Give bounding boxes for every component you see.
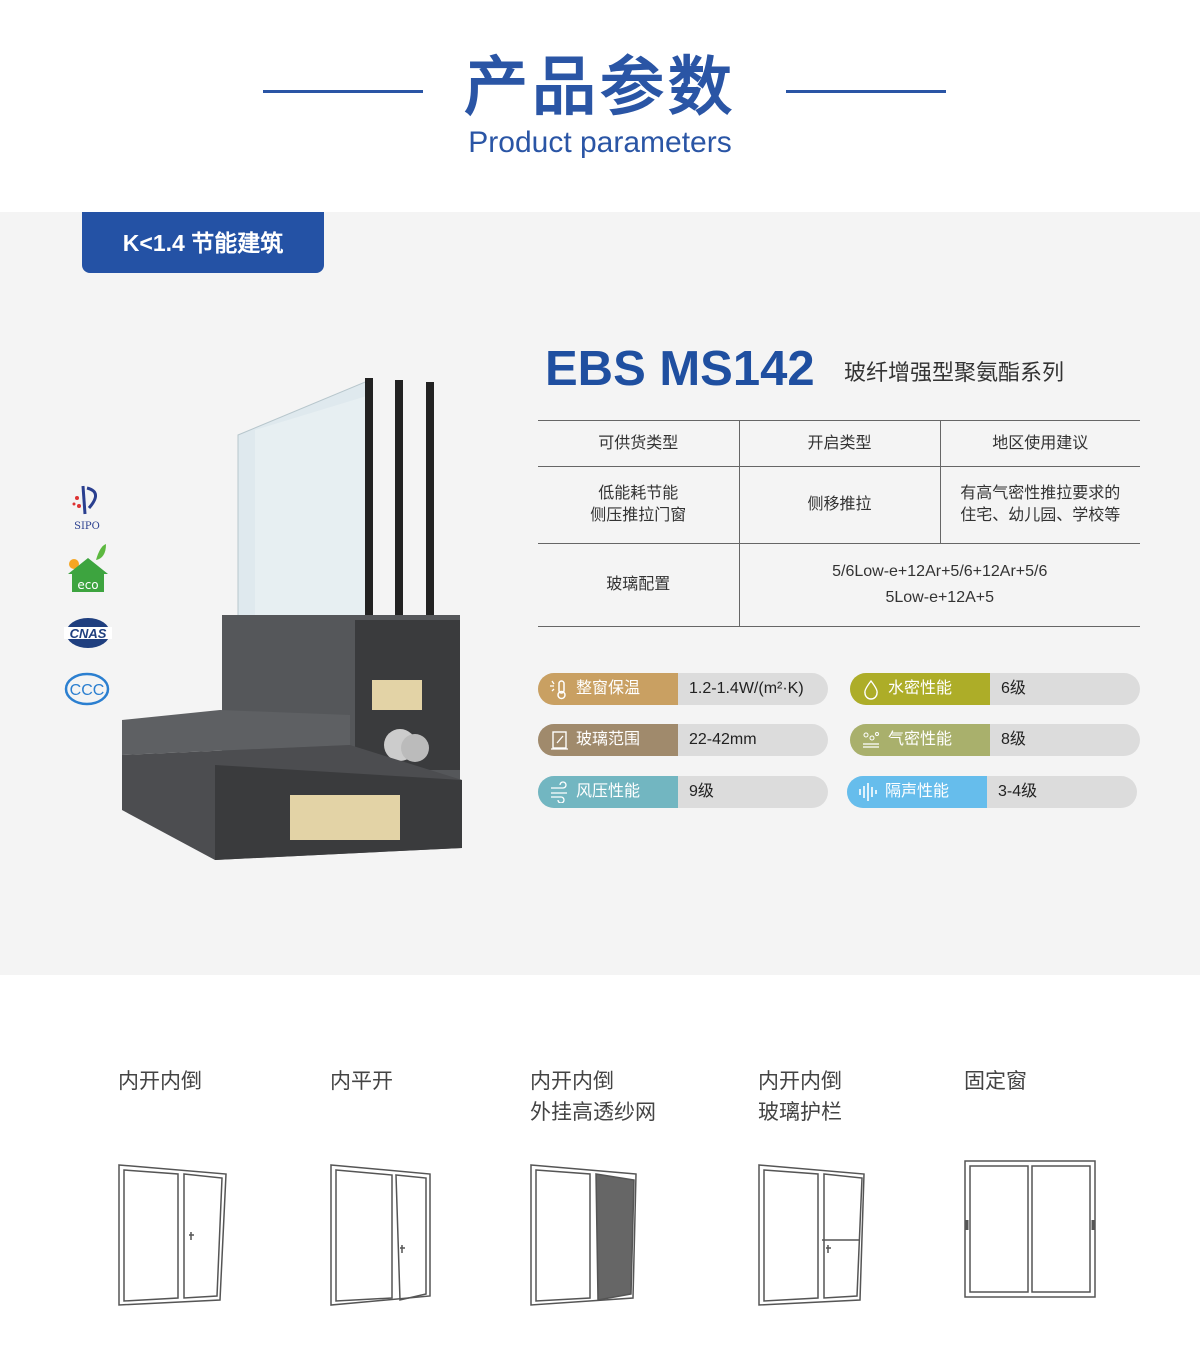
table-header: 可供货类型 [538,420,739,467]
spec-value: 8级 [1001,731,1026,748]
spec-air: 气密性能 8级 [850,724,1140,756]
energy-badge: K<1.4 节能建筑 [82,212,324,273]
opening-type-label: 内开内倒外挂高透纱网 [530,1070,656,1124]
tilt-turn-glass-guard-drawing [758,1164,865,1306]
table-cell: 玻璃配置 [538,543,739,627]
spec-glass-range: 玻璃范围 22-42mm [538,724,828,756]
spec-wind: 风压性能 9级 [538,776,828,808]
table-cell: 低能耗节能 侧压推拉门窗 [538,466,739,544]
glass-config-line: 5Low-e+12A+5 [885,589,995,606]
air-icon [863,732,879,748]
spec-table: 可供货类型 开启类型 地区使用建议 低能耗节能 侧压推拉门窗 侧移推拉 有高气密… [538,420,1140,627]
sipo-logo: SIPO [66,484,108,533]
spec-thermal: 整窗保温 1.2-1.4W/(m²·K) [538,673,828,705]
spec-label: 水密性能 [888,680,953,697]
table-cell: 5/6Low-e+12Ar+5/6+12Ar+5/6 5Low-e+12A+5 [738,543,1140,627]
table-header: 地区使用建议 [939,420,1140,467]
product-series: 玻纤增强型聚氨酯系列 [844,360,1065,385]
casement-window-drawing [330,1164,431,1306]
table-header: 开启类型 [738,420,940,467]
opening-type-label: 内开内倒玻璃护栏 [758,1070,842,1124]
tilt-turn-screen-window-drawing [530,1164,637,1306]
spec-label: 风压性能 [576,783,641,800]
opening-type-label: 内平开 [330,1070,393,1093]
spec-value: 22-42mm [689,731,757,748]
svg-text:CCC: CCC [70,682,105,699]
table-cell: 有高气密性推拉要求的 住宅、幼儿园、学校等 [939,466,1140,544]
spec-value: 6级 [1001,680,1026,697]
svg-text:eco: eco [77,578,98,592]
page-subtitle: Product parameters [468,126,732,159]
window-profile-image [122,378,462,860]
title-line-right [786,90,946,93]
water-drop-icon [864,679,878,700]
spec-label: 气密性能 [888,731,953,748]
cnas-logo: CNAS [64,616,112,655]
sipo-label: SIPO [74,521,100,532]
eco-logo: eco [66,544,110,599]
spec-label: 整窗保温 [576,680,641,697]
spec-value: 9级 [689,783,714,800]
spec-value: 3-4级 [998,783,1038,800]
ccc-logo: CCC [64,672,110,711]
sound-icon [859,783,877,801]
opening-type-label: 内开内倒 [118,1070,202,1093]
svg-text:CNAS: CNAS [70,626,107,641]
glass-icon [551,731,568,750]
table-cell: 侧移推拉 [738,466,940,544]
table-row: 玻璃配置 5/6Low-e+12Ar+5/6+12Ar+5/6 5Low-e+1… [538,543,1140,627]
fixed-window-drawing [964,1160,1096,1298]
spec-label: 玻璃范围 [576,731,641,748]
table-row: 低能耗节能 侧压推拉门窗 侧移推拉 有高气密性推拉要求的 住宅、幼儿园、学校等 [538,466,1140,544]
opening-type-label: 固定窗 [964,1070,1027,1093]
spec-value: 1.2-1.4W/(m²·K) [689,680,804,697]
tilt-turn-window-drawing [118,1164,227,1306]
spec-water: 水密性能 6级 [850,673,1140,705]
thermometer-icon [550,680,566,700]
page-title: 产品参数 [464,51,736,123]
table-header-row: 可供货类型 开启类型 地区使用建议 [538,420,1140,467]
spec-sound: 隔声性能 3-4级 [847,776,1137,808]
product-model: EBS MS142 [545,342,815,396]
glass-config-line: 5/6Low-e+12Ar+5/6+12Ar+5/6 [832,563,1048,580]
spec-label: 隔声性能 [885,783,950,800]
wind-icon [551,781,567,803]
title-line-left [263,90,423,93]
